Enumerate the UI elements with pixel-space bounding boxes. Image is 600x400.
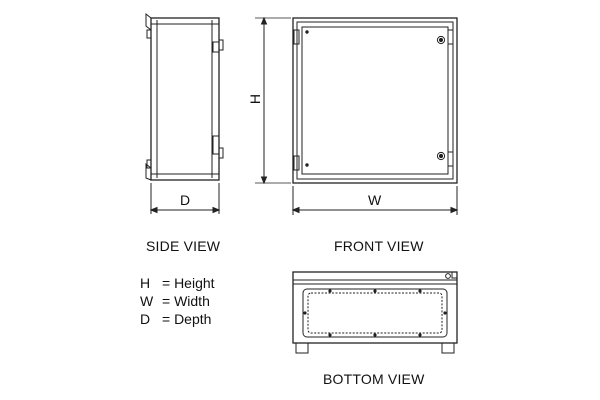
legend-key: H bbox=[140, 275, 151, 291]
side-view-label: SIDE VIEW bbox=[146, 238, 221, 254]
legend-value: = Height bbox=[162, 275, 215, 291]
front-view-drawing bbox=[255, 16, 459, 215]
legend-key: W bbox=[140, 293, 154, 309]
bottom-view-drawing bbox=[292, 271, 458, 354]
legend-value: = Width bbox=[162, 293, 210, 309]
legend-row-depth: D = Depth bbox=[140, 312, 211, 326]
width-dimension-label: W bbox=[368, 192, 382, 208]
legend-value: = Depth bbox=[162, 311, 212, 327]
legend-key: D bbox=[140, 311, 151, 327]
side-view-drawing bbox=[145, 12, 224, 214]
depth-dimension-label: D bbox=[180, 192, 191, 208]
height-dimension-label: H bbox=[247, 92, 264, 106]
height-dimension-text: H bbox=[247, 93, 264, 105]
front-view-label: FRONT VIEW bbox=[334, 238, 424, 254]
legend-row-height: H = Height bbox=[140, 276, 215, 290]
legend-row-width: W = Width bbox=[140, 294, 210, 308]
bottom-view-label: BOTTOM VIEW bbox=[323, 371, 425, 387]
